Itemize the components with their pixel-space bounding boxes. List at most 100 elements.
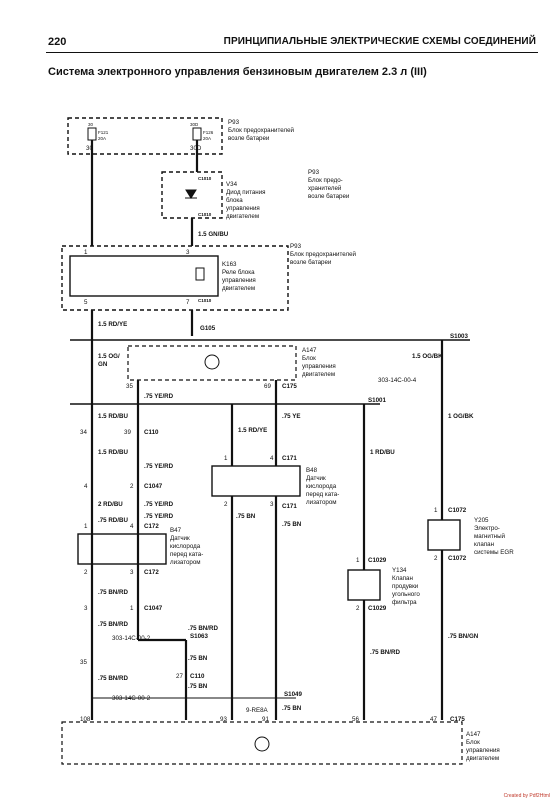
conn-c1047-a: C1047: [144, 483, 163, 490]
label-v34-d2: блока: [226, 197, 243, 204]
wire-2rdbu: 2 RD/BU: [98, 501, 123, 508]
wire-1ogbk: 1 OG/BK: [448, 413, 474, 420]
label-a147-bottom-d1: Блок: [466, 739, 480, 746]
wire-15rdye-mid: 1.5 RD/YE: [238, 427, 267, 434]
pin-b48-1: 1: [224, 455, 228, 462]
a147-bottom-box: [61, 721, 463, 765]
wire-15gnbu: 1.5 GN/BU: [198, 231, 229, 238]
pin-27: 27: [176, 673, 183, 680]
pin-y205-1: 1: [434, 507, 438, 514]
label-k163-d3: двигателем: [222, 285, 255, 292]
conn-c1010-top: C1010: [198, 176, 212, 181]
label-p93-relay-d2: возле батареи: [290, 259, 332, 266]
p93-fuse-box: [67, 117, 223, 155]
pin-y134-2: 2: [356, 605, 360, 612]
ecu-bottom-icon: [254, 736, 270, 752]
label-a147-bottom: A147: [466, 731, 481, 738]
pin-1c: 1: [130, 605, 134, 612]
pin-b48-4: 4: [270, 455, 274, 462]
fuse-f121-pin: 30: [88, 122, 94, 127]
wire-15ogbk: 1.5 OG/BK: [412, 353, 443, 360]
label-y134: Y134: [392, 567, 407, 574]
pin-y205-2: 2: [434, 555, 438, 562]
conn-c175-bottom: C175: [450, 716, 465, 723]
diode-icon: [185, 189, 197, 199]
label-p93-fuse: P93: [228, 119, 240, 126]
label-v34-d1: Диод питания: [226, 189, 266, 196]
label-y205-d4: системы EGR: [474, 549, 514, 556]
conn-c171-a: C171: [282, 455, 297, 462]
pin-108: 108: [80, 716, 91, 723]
pin-93: 93: [220, 716, 227, 723]
label-y134-d1: Клапан: [392, 575, 413, 582]
pin-2a: 2: [130, 483, 134, 490]
pin-4a: 4: [84, 483, 88, 490]
label-b48-d1: Датчик: [306, 475, 326, 482]
pin-47: 47: [430, 716, 437, 723]
label-y134-d2: продувки: [392, 583, 419, 590]
pin-91: 91: [262, 716, 269, 723]
label-p93-diode-d1: Блок предо-: [308, 177, 343, 184]
splice-s1003: S1003: [450, 333, 468, 340]
fuse-f121-name: F121: [98, 130, 109, 135]
label-y205-d1: Электро-: [474, 525, 500, 532]
wire-15og-a: 1.5 OG/: [98, 353, 120, 360]
label-k163: K163: [222, 261, 237, 268]
footer-credit: Created by Pdf2Html: [503, 793, 550, 799]
label-y205: Y205: [474, 517, 489, 524]
label-b47-d1: Датчик: [170, 535, 190, 542]
wire-75rdbu: .75 RD/BU: [98, 517, 128, 524]
pin-r1: 1: [84, 249, 88, 256]
splice-g105: G105: [200, 325, 216, 332]
fuse-f126-rating: 20A: [203, 136, 211, 141]
b47-sensor-box: [77, 533, 167, 565]
wire-75bn-b48b: .75 BN: [282, 521, 302, 528]
wire-75bnrd-2: .75 BN/RD: [98, 621, 128, 628]
label-a147-bottom-d3: двигателем: [466, 755, 499, 762]
label-p93-diode-d2: хранителей: [308, 185, 342, 192]
pin-b48-2: 2: [224, 501, 228, 508]
wire-75yerd-2: .75 YE/RD: [144, 463, 174, 470]
splice-s1063: S1063: [190, 633, 208, 640]
wire-75yerd-3: .75 YE/RD: [144, 501, 174, 508]
wire-75bngn: .75 BN/GN: [448, 633, 479, 640]
label-k163-d2: управления: [222, 277, 256, 284]
pin-56: 56: [352, 716, 359, 723]
label-v34-d4: двигателем: [226, 213, 259, 220]
label-b47-d2: кислорода: [170, 543, 201, 550]
pin-f2: 30D: [190, 145, 202, 152]
conn-c110-a: C110: [144, 429, 159, 436]
ref-303-4: 303-14C-00-4: [378, 377, 417, 384]
label-b47: B47: [170, 527, 182, 534]
conn-c1010-bot: C1010: [198, 212, 212, 217]
conn-c175-top: C175: [282, 383, 297, 390]
conn-c171-b: C171: [282, 503, 297, 510]
wire-75ye: .75 YE: [282, 413, 300, 420]
wire-15rdbu-1: 1.5 RD/BU: [98, 413, 128, 420]
relay-coil-icon: [195, 267, 205, 281]
wire-15og-b: GN: [98, 361, 108, 368]
pin-b48-3: 3: [270, 501, 274, 508]
wire-75bnrd-left: .75 BN/RD: [98, 675, 128, 682]
pin-y134-1: 1: [356, 557, 360, 564]
wire-75yerd-4: .75 YE/RD: [144, 513, 174, 520]
conn-c1010-relay: C1010: [198, 298, 212, 303]
y134-valve-box: [347, 569, 381, 601]
fuse-f121-icon: [87, 127, 97, 141]
label-a147-top-d2: управления: [302, 363, 336, 370]
pin-35b: 35: [80, 659, 87, 666]
b48-sensor-box: [211, 465, 301, 497]
label-p93-diode-d3: возле батареи: [308, 193, 350, 200]
label-b48-d4: лизатором: [306, 499, 337, 506]
label-v34: V34: [226, 181, 238, 188]
label-y205-d3: клапан: [474, 541, 494, 548]
header-rule: [46, 52, 538, 53]
a147-top-box: [127, 345, 297, 381]
pin-2b: 2: [84, 569, 88, 576]
conn-c172-a: C172: [144, 523, 159, 530]
fuse-f126-name: F126: [203, 130, 214, 135]
ref-9-re8a: 9-RE8A: [246, 707, 269, 714]
label-b48-d3: перед ката-: [306, 491, 339, 498]
ecu-icon: [204, 354, 220, 370]
